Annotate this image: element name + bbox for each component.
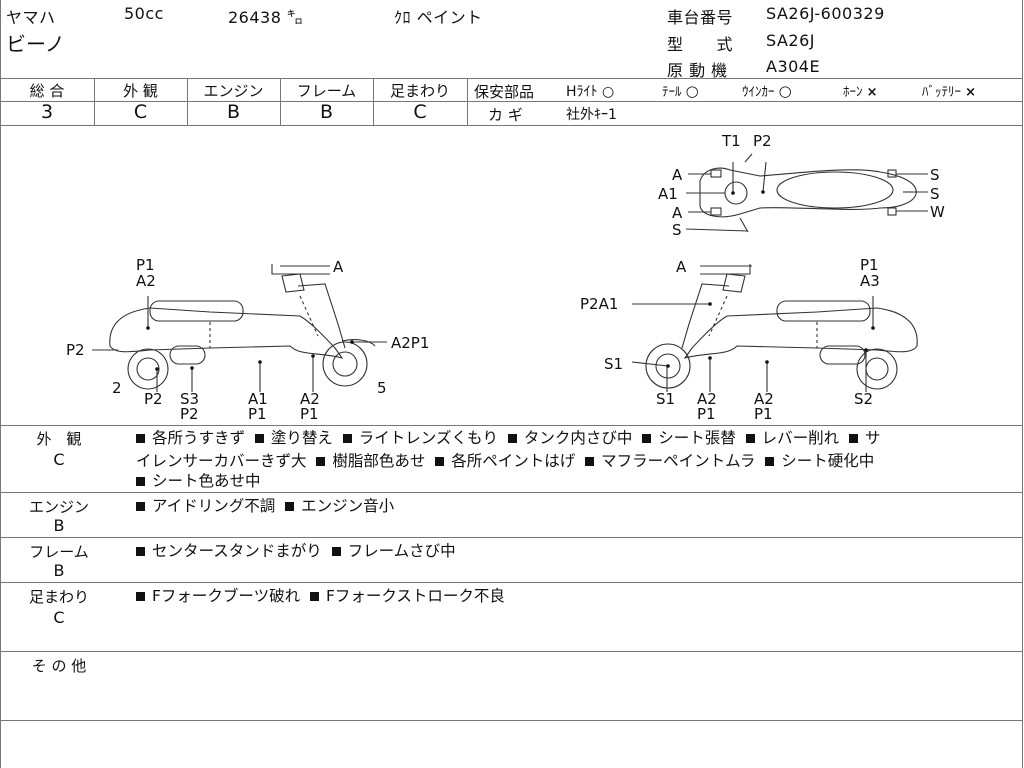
diag-left-p1-under-a2: P1 [300,405,319,423]
section-suspension-title: 足まわり [28,588,89,606]
diag-right-p1: P1 [860,256,879,274]
section-exterior-line-2: イレンサーカバーきず大 樹脂部色あせ 各所ペイントはげ マフラーペイントムラ シ… [136,452,875,470]
diag-left-s3: S3 [180,390,199,408]
section-engine-line-1: アイドリング不調 エンジン音小 [136,495,394,518]
diag-left-a1: A1 [248,390,268,408]
diag-right-p2a1: P2A1 [580,295,618,313]
type-label: 型 式 [667,35,734,54]
safety-battery: ﾊﾞｯﾃﾘｰ × [922,85,977,100]
diag-right-p1-1: P1 [697,405,716,423]
diag-top-a-lower: A [672,204,683,222]
damage-diagram: T1 P2 A A1 A S S S W P1 A2 A P2 A2P1 2 5… [66,132,945,423]
diag-top-s-lower: S [672,221,682,239]
key-label: カ ギ [488,106,523,124]
section-exterior-line-3: シート色あせ中 [136,470,261,493]
diag-top-s-rear-1: S [930,166,940,184]
section-frame-grade: B [53,561,65,580]
diag-left-a: A [333,258,344,276]
diag-left-num-5: 5 [377,379,387,397]
diag-right-s1-side: S1 [604,355,623,373]
section-frame-title: フレーム [29,543,89,561]
diag-top-w: W [930,203,945,221]
diag-right-p1-2: P1 [754,405,773,423]
diag-left-a2p1: A2P1 [391,334,429,352]
section-exterior-line-1: 各所うすきず 塗り替え ライトレンズくもり タンク内さび中 シート張替 レバー削… [136,427,880,450]
scooter-left-view [109,264,376,390]
section-suspension-line-1: Fフォークブーツ破れ Fフォークストローク不良 [136,585,505,608]
maker: ヤマハ [6,8,56,27]
diag-right-a2-1: A2 [697,390,717,408]
diag-right-s2: S2 [854,390,873,408]
diag-right-a3: A3 [860,272,880,290]
section-engine-grade: B [53,516,65,535]
safety-label: 保安部品 [474,83,535,101]
grade-frame-value: B [319,101,334,123]
diag-left-p1: P1 [136,256,155,274]
diag-top-a-upper: A [672,166,683,184]
safety-headlight: Hﾗｲﾄ ○ [566,84,615,100]
diag-right-a2-2: A2 [754,390,774,408]
section-frame-line-1: センタースタンドまがり フレームさび中 [136,540,456,563]
grade-exterior-value: C [133,101,148,123]
section-suspension-grade: C [53,608,65,627]
diag-left-p2-side: P2 [66,341,85,359]
diag-top-a1: A1 [658,185,678,203]
diag-left-p2-under-s3: P2 [180,405,199,423]
section-exterior-title: 外 観 [36,430,82,448]
engine-label: 原 動 機 [667,61,728,80]
diag-left-p1-under-a1: P1 [248,405,267,423]
frame-no-label: 車台番号 [667,8,734,27]
diag-left-a2: A2 [136,272,156,290]
grade-suspension-label: 足まわり [389,82,450,100]
model-name: ビーノ [6,32,65,56]
diag-left-num-2: 2 [112,379,122,397]
mileage: 26438 ㌔ [228,8,304,27]
engine-value: A304E [766,57,821,76]
diag-left-a2-bottom: A2 [300,390,320,408]
grade-engine-label: エンジン [203,82,264,100]
grade-exterior-label: 外 観 [123,82,158,100]
grade-overall-value: 3 [40,101,54,123]
safety-tail: ﾃｰﾙ ○ [662,82,699,100]
grade-suspension-value: C [413,101,427,123]
type-value: SA26J [766,31,815,50]
diag-left-p2-bottom: P2 [144,390,163,408]
diag-top-s-rear-2: S [930,185,940,203]
displacement: 50cc [124,4,164,23]
diag-top-t1: T1 [721,132,741,150]
body-color: ｸﾛ ペイント [394,8,483,27]
grade-frame-label: フレーム [296,82,357,100]
section-exterior-grade: C [53,450,65,469]
diag-right-a: A [676,258,687,276]
grade-overall-label: 総 合 [29,82,65,100]
key-value: 社外ｷｰ1 [566,107,617,123]
diag-top-p2: P2 [753,132,772,150]
grade-engine-value: B [226,101,241,123]
safety-winker: ｳｲﾝｶｰ ○ [742,82,792,100]
diag-right-s1-bottom: S1 [656,390,675,408]
section-engine-title: エンジン [28,498,89,516]
frame-no: SA26J-600329 [766,4,885,23]
section-other-title: そ の 他 [31,657,87,675]
safety-horn: ﾎｰﾝ × [843,85,878,100]
